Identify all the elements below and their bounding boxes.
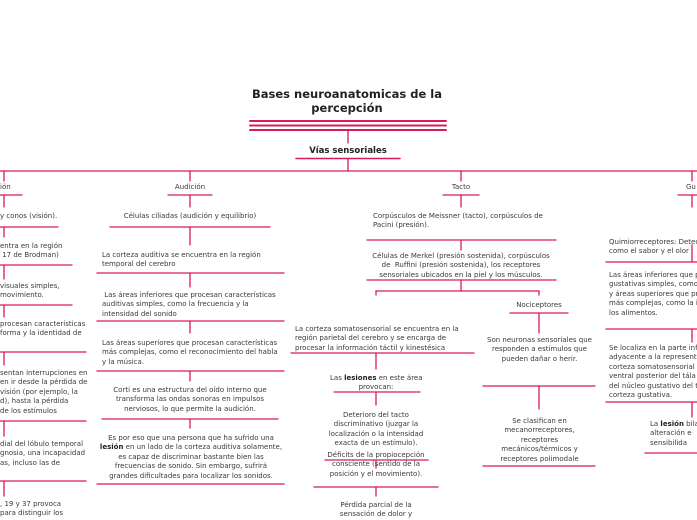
tacto-node-7: Pérdida parcial de la sensación de dolor… xyxy=(339,501,413,519)
nociceptores-node-2: Se clasifican en mecanorreceptores, rece… xyxy=(500,417,579,463)
gusto-node-4: La lesión bila alteración e sensibilida xyxy=(650,420,697,448)
vision-node-4: procesan características forma y la iden… xyxy=(0,320,86,338)
tacto-node-1: Corpúsculos de Meissner (tacto), corpúsc… xyxy=(373,212,543,230)
audicion-node-1: Células ciliadas (audición y equilibrio) xyxy=(123,212,257,220)
tacto-node-4: Las lesiones en este área provocan: xyxy=(330,374,423,393)
page-title: Bases neuroanatomicas de la percepción xyxy=(252,87,442,115)
gusto-node-4-text-a: La xyxy=(650,420,661,428)
gusto-node-2: Las áreas inferiores que p gustativas si… xyxy=(609,271,697,317)
tacto-node-4-text-b: en este área provocan: xyxy=(358,374,423,392)
tacto-node-5: Deterioro del tacto discriminativo (juzg… xyxy=(328,411,424,448)
audicion-node-4: Las áreas superiores que procesan caract… xyxy=(102,339,278,366)
vision-node-3: visuales simples, movimiento. xyxy=(0,282,60,300)
nociceptores-node-1: Son neuronas sensoriales que responden a… xyxy=(487,336,592,363)
audicion-node-2: La corteza auditiva se encuentra en la r… xyxy=(102,251,261,269)
audicion-node-6-text-a: Es por eso que una persona que ha sufrid… xyxy=(108,434,274,442)
nociceptores-node: Nociceptores xyxy=(516,301,562,309)
tacto-node-4-text-a: Las xyxy=(330,374,345,382)
audicion-node-6: Es por eso que una persona que ha sufrid… xyxy=(98,434,284,481)
tacto-node-2: Células de Merkel (presión sostenida), c… xyxy=(372,252,550,279)
gusto-node-4-bold: lesión xyxy=(660,420,684,428)
audicion-node-3: Las áreas inferiores que procesan caract… xyxy=(102,291,276,318)
gusto-node-3: Se localiza en la parte inf adyacente a … xyxy=(609,344,697,400)
gusto-node-4-text-b: bila alteración e sensibilida xyxy=(650,420,697,447)
tacto-node-3: La corteza somatosensorial se encuentra … xyxy=(295,325,459,352)
audicion-node-5: Corti es una estructura del oído interno… xyxy=(113,386,267,413)
branch-gusto: Gu xyxy=(686,183,696,191)
vision-node-1: y conos (visión). xyxy=(0,212,58,220)
tacto-node-6: Déficits de la propiocepción consciente … xyxy=(327,451,425,478)
vision-node-6: dial del lóbulo temporal gnosia, una inc… xyxy=(0,440,86,467)
tacto-node-4-bold: lesiones xyxy=(344,374,377,382)
branch-vision: ión xyxy=(0,183,11,191)
subtitle-vias-sensoriales: Vías sensoriales xyxy=(309,146,387,156)
audicion-node-6-bold: lesión xyxy=(99,443,124,452)
vision-node-2: entra en la región 17 de Brodman) xyxy=(0,242,63,260)
vision-node-5: sentan interrupciones en en ir desde la … xyxy=(0,369,88,415)
branch-audicion: Audición xyxy=(174,183,206,191)
vision-node-7: , 19 y 37 provoca para distinguir los xyxy=(0,500,64,518)
branch-tacto: Tacto xyxy=(451,183,471,191)
audicion-node-6-text-b: en un lado de la corteza auditiva solame… xyxy=(109,443,283,480)
